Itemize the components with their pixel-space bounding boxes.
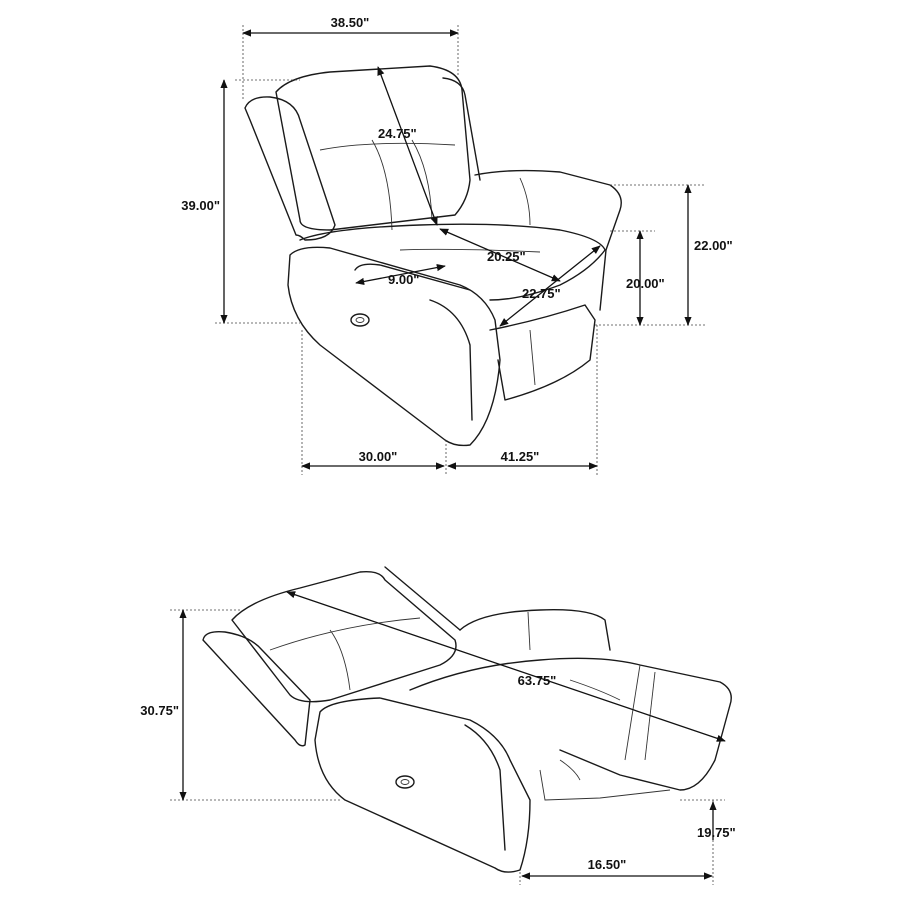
overall-depth-label: 41.25" [501, 449, 540, 464]
reclined-dimensions: 30.75" 63.75" 19.75" 16.50" [140, 591, 736, 885]
upright-chair-drawing [244, 65, 622, 447]
arm-width-label: 9.00" [388, 272, 419, 287]
overall-height-label: 39.00" [181, 198, 220, 213]
arm-width-line [355, 263, 446, 286]
upright-dimensions: 38.50" 39.00" 24.75" 22.00" 20.00" 20.25… [181, 15, 733, 475]
back-height-label: 24.75" [378, 126, 417, 141]
footrest-extension-label: 16.50" [588, 857, 627, 872]
footrest-height-label: 19.75" [697, 825, 736, 840]
seat-depth-line [499, 245, 601, 327]
reclined-chair-drawing [202, 566, 732, 873]
reclined-height-label: 30.75" [140, 703, 179, 718]
reclined-length-line [286, 591, 726, 742]
wall-clearance-label: 30.00" [359, 449, 398, 464]
seat-depth-label: 22.75" [522, 286, 561, 301]
seat-width-label: 20.25" [487, 249, 526, 264]
seat-height-label: 20.00" [626, 276, 665, 291]
reclined-length-label: 63.75" [518, 673, 557, 688]
overall-width-label: 38.50" [331, 15, 370, 30]
back-height-line [377, 66, 438, 226]
arm-height-label: 22.00" [694, 238, 733, 253]
